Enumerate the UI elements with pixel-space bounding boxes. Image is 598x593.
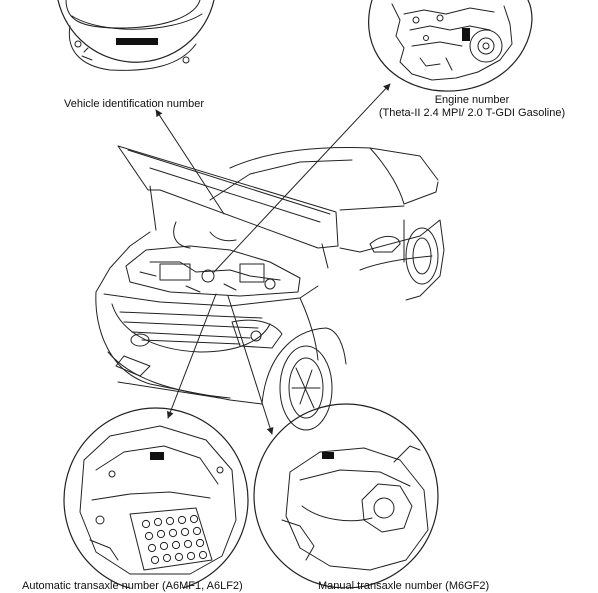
auto-transaxle-detail [63, 407, 249, 593]
manual-transaxle-pointer-arrow [227, 295, 274, 435]
manual-transaxle-detail [253, 403, 439, 589]
pointer-arrows [155, 83, 391, 435]
vin-plate-mark [116, 38, 158, 45]
engine-label-variant: (Theta-II 2.4 MPI/ 2.0 T-GDI Gasoline) [378, 107, 566, 119]
vin-plate-detail [57, 0, 215, 71]
engine-number-mark [462, 28, 470, 41]
engine-label: Engine number (Theta-II 2.4 MPI/ 2.0 T-G… [372, 94, 572, 120]
car-illustration [95, 145, 445, 431]
auto-transaxle-pointer-arrow [167, 293, 217, 419]
auto-transaxle-label: Automatic transaxle number (A6MF1, A6LF2… [22, 580, 243, 592]
engine-label-title: Engine number [434, 94, 510, 106]
engine-pointer-arrow [213, 83, 391, 273]
vin-pointer-arrow [155, 109, 225, 215]
manual-transaxle-number-mark [322, 452, 334, 459]
manual-transaxle-label: Manual transaxle number (M6GF2) [318, 580, 490, 592]
vin-label: Vehicle identification number [64, 98, 205, 110]
engine-detail [368, 0, 533, 92]
auto-transaxle-number-mark [150, 452, 164, 460]
